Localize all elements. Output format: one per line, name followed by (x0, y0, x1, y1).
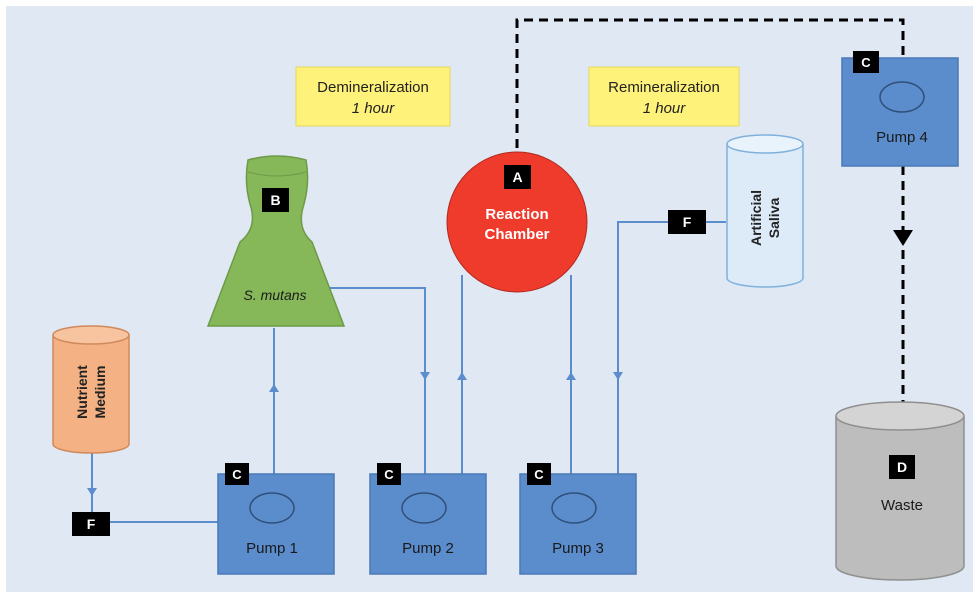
arrow-down-saliva (613, 372, 623, 380)
badge-a (504, 165, 531, 189)
arrow-down-waste (893, 230, 913, 246)
chamber-label-line1: Reaction (485, 206, 548, 223)
pump-rotor-icon (879, 81, 925, 113)
pump-3: C Pump 3 (519, 463, 637, 575)
tube-saliva-to-pump3 (617, 221, 668, 474)
pump-rotor-icon (401, 492, 447, 524)
diagram-background (6, 6, 973, 592)
flow-arrows (87, 372, 623, 496)
demineralization-title: Demineralization (317, 79, 429, 96)
s-mutans-flask: B S. mutans (206, 155, 346, 327)
svg-text:C: C (232, 467, 242, 482)
pump-rotor-icon (551, 492, 597, 524)
pump-rotor-icon (249, 492, 295, 524)
nutrient-label-line1: Nutrient (74, 365, 90, 419)
waste-container: D Waste (835, 401, 965, 581)
svg-text:A: A (512, 169, 522, 185)
badge-d (889, 455, 915, 479)
arrow-down-pump2 (420, 372, 430, 380)
svg-text:C: C (384, 467, 394, 482)
tube-flask-to-pump2 (330, 287, 426, 474)
filter-nutrient: F (72, 512, 110, 536)
pump-2-label: Pump 2 (402, 540, 454, 557)
badge-c (527, 463, 551, 485)
remineralization-title: Remineralization (608, 79, 720, 96)
remineralization-duration: 1 hour (643, 100, 687, 117)
pump-3-label: Pump 3 (552, 540, 604, 557)
svg-text:D: D (897, 459, 907, 475)
demineralization-label: Demineralization 1 hour (295, 66, 451, 127)
saliva-label-line2: Saliva (766, 198, 782, 239)
artificial-saliva-container: Artificial Saliva (726, 134, 804, 288)
svg-text:C: C (861, 55, 871, 70)
pump-1: C Pump 1 (217, 463, 335, 575)
remineralization-label: Remineralization 1 hour (588, 66, 740, 127)
svg-text:B: B (270, 192, 280, 208)
nutrient-label-line2: Medium (92, 366, 108, 419)
svg-text:F: F (683, 214, 692, 230)
arrow-down-nutrient (87, 488, 97, 496)
pump-2: C Pump 2 (369, 463, 487, 575)
arrow-up-pump1 (269, 384, 279, 392)
waste-line (515, 18, 905, 404)
saliva-label-line1: Artificial (748, 190, 764, 246)
badge-c (853, 51, 879, 73)
waste-label: Waste (881, 497, 923, 514)
svg-text:C: C (534, 467, 544, 482)
chamber-label-line2: Chamber (484, 226, 549, 243)
s-mutans-label: S. mutans (243, 287, 306, 303)
demineralization-duration: 1 hour (352, 100, 396, 117)
arrow-up-pump3 (566, 372, 576, 380)
dashed-chamber-to-pump4 (515, 18, 905, 148)
pump-1-label: Pump 1 (246, 540, 298, 557)
badge-c (225, 463, 249, 485)
badge-b (262, 188, 289, 212)
reaction-chamber: A Reaction Chamber (446, 151, 588, 293)
filter-saliva: F (668, 210, 706, 234)
arrow-up-chamber (457, 372, 467, 380)
pump-4-label: Pump 4 (876, 129, 928, 146)
badge-c (377, 463, 401, 485)
pump-4: C Pump 4 (841, 51, 959, 167)
svg-text:F: F (87, 516, 96, 532)
nutrient-medium-container: Nutrient Medium (52, 325, 130, 454)
